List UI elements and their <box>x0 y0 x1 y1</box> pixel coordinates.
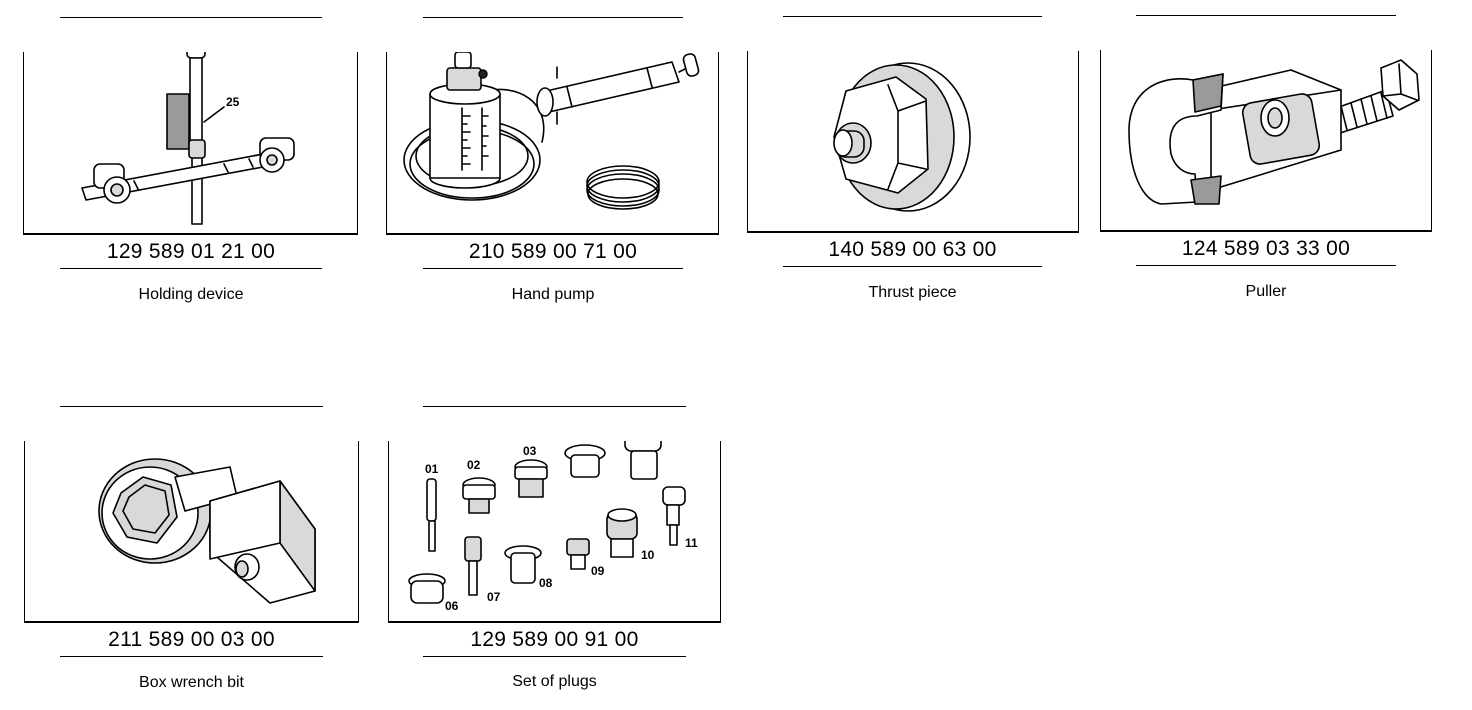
part-number: 129 589 01 21 00 <box>106 240 276 263</box>
part-number: 211 589 00 03 00 <box>108 628 275 651</box>
tool-name: Set of plugs <box>512 673 597 690</box>
tool-illustration-hand-pump <box>386 52 719 235</box>
tool-illustration-thrust-piece <box>747 51 1079 233</box>
divider-rule <box>1136 265 1396 266</box>
tool-illustration-set-of-plugs: 01 02 03 04 05 06 07 <box>388 441 721 623</box>
part-number: 140 589 00 63 00 <box>828 238 997 261</box>
tool-name: Puller <box>1245 283 1287 300</box>
tool-illustration-holding-device: 25 <box>23 52 358 235</box>
callout-label: 08 <box>539 576 553 590</box>
callout-label: 06 <box>445 599 459 613</box>
top-rule <box>60 406 323 407</box>
callout-label: 03 <box>523 444 537 458</box>
top-rule <box>60 17 322 18</box>
tool-illustration-puller <box>1100 50 1432 232</box>
divider-rule <box>423 268 683 269</box>
part-number: 129 589 00 91 00 <box>470 628 639 651</box>
divider-rule <box>783 266 1042 267</box>
top-rule <box>783 16 1042 17</box>
top-rule <box>423 17 683 18</box>
callout-label: 11 <box>685 536 698 550</box>
tool-name: Thrust piece <box>868 284 957 301</box>
tool-illustration-box-wrench-bit <box>24 441 359 623</box>
callout-label: 07 <box>487 590 501 604</box>
top-rule <box>423 406 686 407</box>
part-number: 210 589 00 71 00 <box>468 240 638 263</box>
callout-label: 01 <box>425 462 439 476</box>
divider-rule <box>423 656 686 657</box>
tool-name: Hand pump <box>511 286 595 303</box>
tool-name: Box wrench bit <box>139 674 244 691</box>
part-number: 124 589 03 33 00 <box>1181 237 1351 260</box>
callout-label: 25 <box>226 95 240 109</box>
tool-name: Holding device <box>138 286 244 303</box>
top-rule <box>1136 15 1396 16</box>
callout-label: 02 <box>467 458 481 472</box>
divider-rule <box>60 268 322 269</box>
callout-label: 04 <box>575 441 589 444</box>
callout-label: 09 <box>591 564 605 578</box>
callout-label: 10 <box>641 548 655 562</box>
divider-rule <box>60 656 323 657</box>
